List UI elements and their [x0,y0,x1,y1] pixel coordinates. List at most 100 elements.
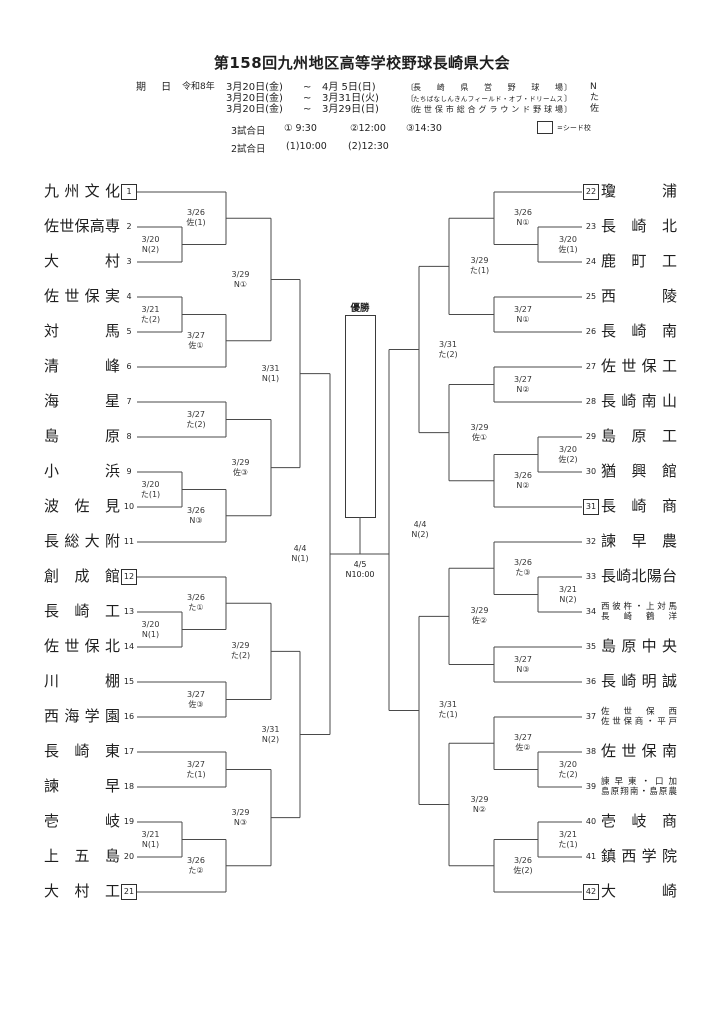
team-number: 14 [123,642,135,651]
team-name: 島原工 [601,427,677,445]
match-venue: 佐① [471,432,488,442]
team-name: 佐世保高専 [44,217,120,235]
team-number: 2 [126,222,132,231]
time-slot: ②12:00 [350,123,386,134]
team-name: 九州文化 [44,182,120,200]
match-venue: た(1) [438,710,458,720]
venue-bracket-close: 〕 [564,83,572,92]
match-date: 3/29 [470,422,489,432]
team-number: 40 [585,817,597,826]
match-date: 4/4 [293,544,307,554]
venue-code: N [590,82,597,92]
team-number: 36 [585,677,597,686]
match-date: 3/29 [231,457,250,467]
team-number: 13 [123,607,135,616]
team-name: 鎮西学院 [601,847,677,865]
match-date: 3/21 [559,584,577,594]
team-name: 長崎明誠 [601,672,677,690]
time-slot: (2)12:30 [348,141,389,152]
match-venue: N① [516,314,530,324]
match-date: 3/27 [514,304,532,314]
team-name: 西海学園 [44,707,120,725]
match-date: 3/26 [187,505,205,515]
venue-name: 長崎県営野球場 [413,83,563,92]
time-slot: ① 9:30 [284,123,317,134]
match-venue: た(2) [186,419,206,429]
venue-bracket-open: 〔 [406,105,414,114]
team-number: 9 [126,467,132,476]
venue-name: 佐世保市総合グラウンド野球場 [413,105,563,114]
match-venue: N(2) [559,594,577,604]
team-number: 16 [123,712,135,721]
match-venue: た(2) [140,314,161,324]
match-date: 3/20 [141,234,160,244]
team-number: 22 [585,187,597,196]
two-game-day-label: 2試合日 [231,144,266,155]
venue-code: 佐 [590,104,600,114]
team-name: 大崎 [601,882,677,900]
final-match-label: 4/5 N10:00 [330,560,390,580]
venue-bracket-open: 〔 [406,94,414,103]
team-name-line: 諫早東・口加 [601,777,677,787]
match-venue: た③ [515,568,531,578]
team-name: 西彼杵・上対馬長崎鶴洋 [601,602,677,622]
match-venue: 佐③ [188,699,204,709]
venue-code: た [590,93,600,103]
team-name: 佐世保実 [44,287,120,305]
match-date: 3/29 [231,807,250,817]
team-name: 佐世保西佐世保商・平戸 [601,707,677,727]
venue-bracket-open: 〔 [406,83,414,92]
match-date: 3/26 [187,208,205,218]
team-number: 29 [585,432,597,441]
match-date: 3/26 [514,855,532,865]
match-date: 3/31 [261,363,280,373]
final-date: 4/5 [353,560,367,570]
team-name: 長崎南山 [601,392,677,410]
match-date: 3/20 [559,444,577,454]
team-number: 21 [123,887,135,896]
venue-bracket-close: 〕 [564,105,572,114]
team-name: 川棚 [44,672,120,690]
team-number: 15 [123,677,135,686]
match-venue: た(1) [140,489,161,499]
team-name: 諫早 [44,777,120,795]
team-name: 島原中央 [601,637,677,655]
match-date: 3/29 [470,794,489,804]
team-number: 1 [126,187,132,196]
match-date: 3/21 [559,829,577,839]
team-number: 33 [585,572,597,581]
team-name: 上五島 [44,847,120,865]
match-venue: N(1) [141,839,160,849]
team-name: 壱岐商 [601,812,677,830]
match-venue: 佐① [188,340,204,350]
team-name: 猶興館 [601,462,677,480]
team-name-line: 島原翔南・島原農 [601,787,677,797]
team-number: 41 [585,852,597,861]
team-number: 31 [585,502,597,511]
match-venue: N② [472,804,487,814]
team-name: 大村 [44,252,120,270]
venue-bracket-close: 〕 [564,94,572,103]
seed-box [121,569,137,585]
match-venue: た(2) [438,349,458,359]
seed-box [583,184,599,200]
match-date: 3/20 [141,619,160,629]
match-venue: た(2) [230,651,251,661]
seed-box [583,499,599,515]
match-venue: 佐(1) [558,244,578,254]
